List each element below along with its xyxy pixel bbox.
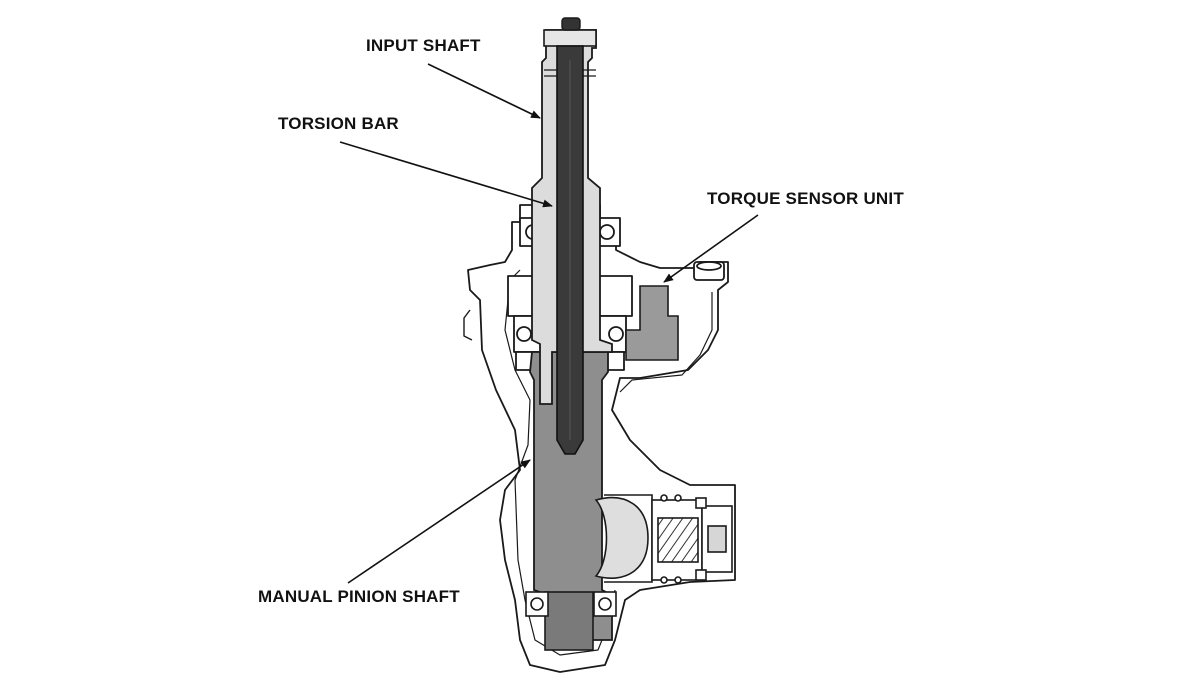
arrow-torque-sensor — [663, 214, 759, 283]
arrow-torsion-bar — [339, 141, 553, 208]
label-input-shaft: INPUT SHAFT — [366, 36, 481, 55]
pinion-gear-end — [544, 591, 594, 651]
arrow-manual-pinion-shaft — [347, 459, 531, 584]
arrow-input-shaft — [427, 63, 541, 119]
lower-bearing — [525, 591, 617, 617]
rack-guide-assembly — [594, 494, 733, 584]
torque-sensor-unit — [625, 285, 679, 361]
label-manual-pinion-shaft: MANUAL PINION SHAFT — [258, 587, 460, 606]
leader-arrows — [339, 63, 759, 584]
manual-pinion-shaft — [529, 351, 613, 641]
label-torsion-bar: TORSION BAR — [278, 114, 399, 133]
label-torque-sensor-unit: TORQUE SENSOR UNIT — [707, 189, 904, 208]
